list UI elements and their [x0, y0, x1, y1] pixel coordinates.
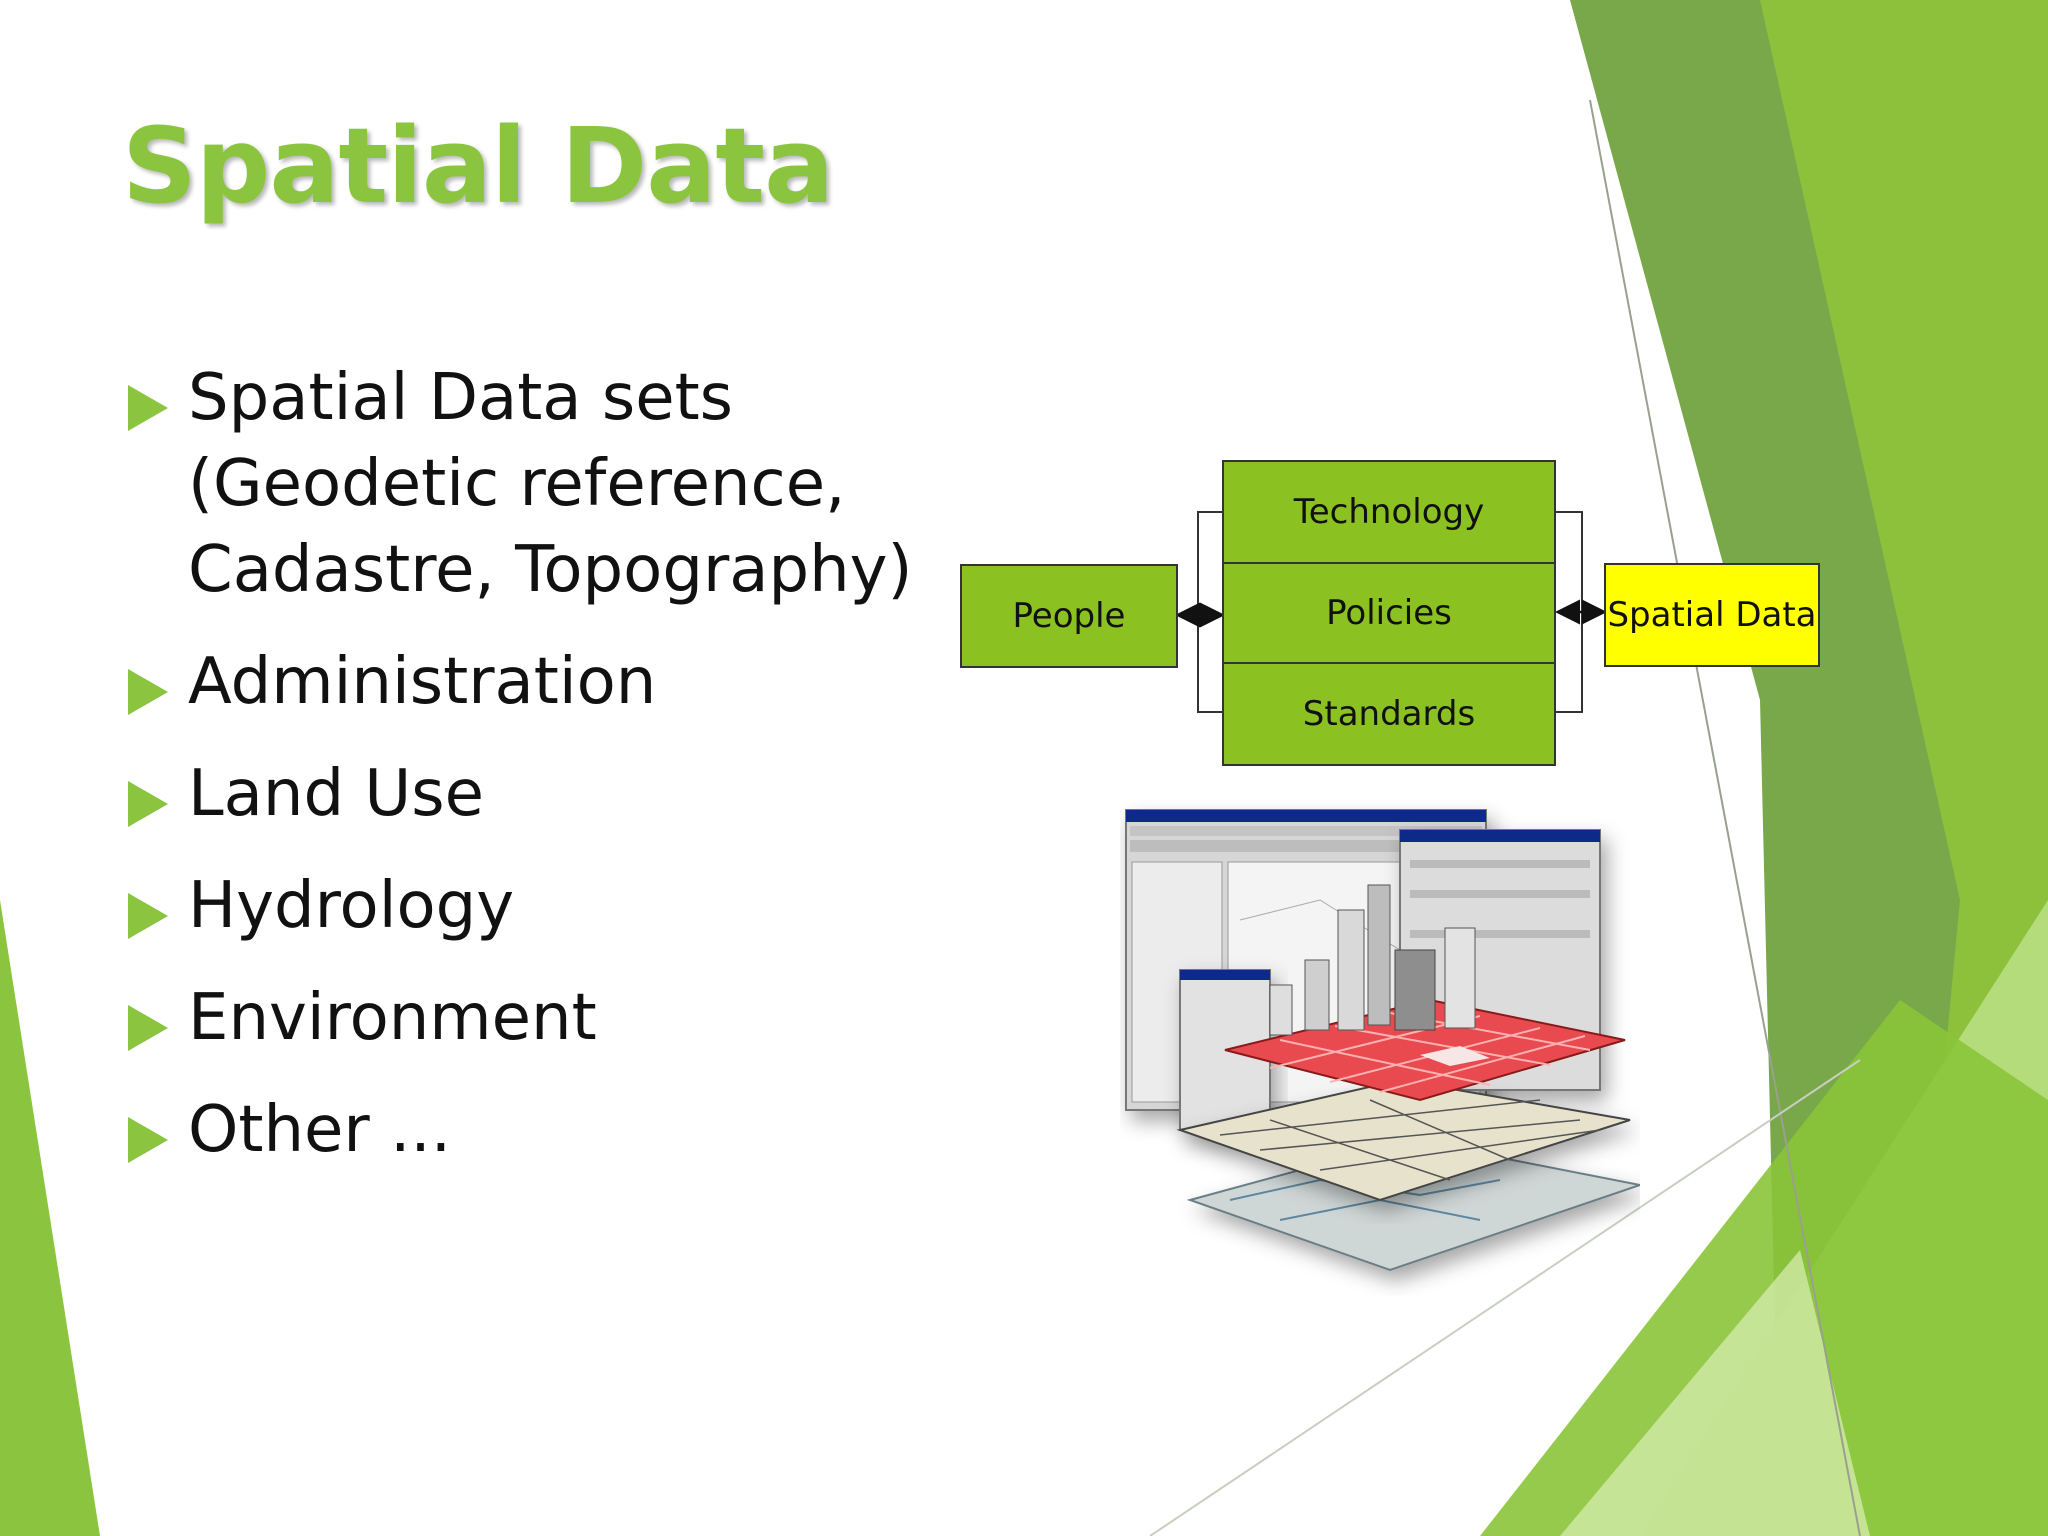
bullet-item: Land Use — [128, 751, 958, 837]
policies-box: Policies — [1222, 562, 1556, 664]
city-buildings — [1269, 884, 1476, 1036]
bullet-text: Spatial Data sets (Geodetic reference, C… — [188, 361, 913, 607]
bullet-item: Hydrology — [128, 863, 958, 949]
standards-box: Standards — [1222, 662, 1556, 766]
triangle-bullet-icon — [128, 669, 168, 715]
gis-layers-illustration — [1125, 809, 1640, 1272]
bullet-list: Spatial Data sets (Geodetic reference, C… — [128, 355, 958, 1199]
bullet-text: Environment — [188, 981, 597, 1055]
bullet-text: Hydrology — [188, 869, 515, 943]
bullet-text: Land Use — [188, 757, 484, 831]
technology-box: Technology — [1222, 460, 1556, 564]
bullet-item: Spatial Data sets (Geodetic reference, C… — [128, 355, 958, 613]
bullet-item: Administration — [128, 639, 958, 725]
spatial-data-box: Spatial Data — [1604, 563, 1820, 667]
triangle-bullet-icon — [128, 781, 168, 827]
thin-line-1 — [1589, 99, 1861, 1536]
right-lime-shape — [1480, 1000, 2048, 1536]
thin-line-2 — [1149, 1059, 1861, 1536]
triangle-bullet-icon — [128, 385, 168, 431]
people-box: People — [960, 564, 1178, 668]
triangle-bullet-icon — [128, 1005, 168, 1051]
bullet-item: Other ... — [128, 1087, 958, 1173]
slide-title: Spatial Data — [122, 105, 834, 227]
triangle-bullet-icon — [128, 893, 168, 939]
map-layer-streets — [1176, 1078, 1631, 1202]
bullet-text: Administration — [188, 645, 657, 719]
bullet-item: Environment — [128, 975, 958, 1061]
left-green-shape — [0, 900, 100, 1536]
triangle-bullet-icon — [128, 1117, 168, 1163]
right-pale-shape — [1560, 1250, 1870, 1536]
bullet-text: Other ... — [188, 1093, 452, 1167]
